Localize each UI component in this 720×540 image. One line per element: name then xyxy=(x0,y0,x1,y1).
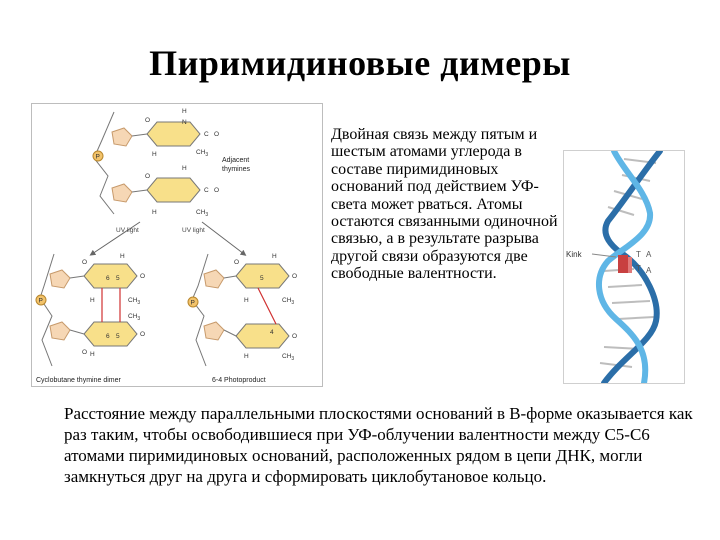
atom-label: O xyxy=(234,259,239,266)
atom-label: H xyxy=(272,253,277,260)
methyl-label: CH3 xyxy=(196,209,208,218)
thymine-ring xyxy=(83,321,138,347)
atom-label: H xyxy=(152,151,157,158)
atom-label: O xyxy=(82,349,87,356)
atom-label: C xyxy=(204,187,209,194)
atom-label: N xyxy=(182,119,187,126)
atom-number: 5 xyxy=(260,275,264,282)
thymine-ring xyxy=(235,323,290,349)
thymines-label: thymines xyxy=(222,166,251,173)
base-label: T xyxy=(636,264,641,273)
base-label: T xyxy=(636,250,641,259)
phosphate-circle xyxy=(92,150,104,162)
atom-label: H xyxy=(182,165,187,172)
atom-number: 4 xyxy=(270,329,274,336)
atom-label: H xyxy=(90,297,95,304)
thymine-dimer-figure: P O H N C O H CH3 O H C O H CH3 Adjacent… xyxy=(31,103,323,387)
atom-label: O xyxy=(140,273,145,280)
uv-right-label: UV light xyxy=(182,227,205,234)
phosphate-label: P xyxy=(39,298,43,305)
caption-cyclobutane: Cyclobutane thymine dimer xyxy=(36,377,121,384)
thymine-ring xyxy=(146,121,201,147)
thymine-dimer-block xyxy=(618,255,628,273)
dna-kink-figure: Kink T A T A xyxy=(563,150,685,384)
methyl-label: CH3 xyxy=(128,313,140,322)
thymine-dimer-diagram: P O H N C O H CH3 O H C O H CH3 Adjacent… xyxy=(35,108,297,384)
atom-label: O xyxy=(292,273,297,280)
bottom-paragraph: Расстояние между параллельными плоскостя… xyxy=(64,404,693,486)
bottom-left-backbone xyxy=(39,253,55,367)
sugar-pentagon xyxy=(111,183,133,203)
atom-label: H xyxy=(244,353,249,360)
sugar-pentagon xyxy=(49,269,71,289)
kink-pointer xyxy=(591,253,617,258)
methyl-label: CH3 xyxy=(128,297,140,306)
thymine-ring xyxy=(83,263,138,289)
atom-label: H xyxy=(152,209,157,216)
base-pair-rungs xyxy=(599,158,657,368)
phosphate-circle xyxy=(187,296,199,308)
uv-left-label: UV light xyxy=(116,227,139,234)
dimer-description: Двойная связь между пятым и шестым атома… xyxy=(331,126,558,283)
kink-label: Kink xyxy=(566,250,583,259)
atom-label: O xyxy=(140,331,145,338)
atom-label: H xyxy=(182,108,187,115)
photoproduct-bond xyxy=(257,287,277,325)
sugar-pentagon xyxy=(49,321,71,341)
thymine-dimer-block xyxy=(628,257,632,273)
atom-number: 5 xyxy=(116,275,120,282)
methyl-label: CH3 xyxy=(196,149,208,158)
atom-label: O xyxy=(145,117,150,124)
top-backbone xyxy=(93,111,115,215)
methyl-label: CH3 xyxy=(282,353,294,362)
adjacent-label: Adjacent xyxy=(222,157,249,164)
atom-label: O xyxy=(214,131,219,138)
atom-number: 6 xyxy=(106,275,110,282)
uv-arrow-right xyxy=(201,221,247,256)
sugar-pentagon xyxy=(203,321,225,341)
phosphate-label: P xyxy=(96,154,100,161)
bottom-right-backbone xyxy=(191,253,209,367)
phosphate-label: P xyxy=(191,300,195,307)
atom-label: O xyxy=(214,187,219,194)
dna-helix: Kink T A T A xyxy=(566,151,663,383)
slide-title: Пиримидиновые димеры xyxy=(149,43,571,83)
atom-label: C xyxy=(204,131,209,138)
atom-number: 5 xyxy=(116,333,120,340)
dna-strand-light xyxy=(595,151,654,383)
atom-label: H xyxy=(244,297,249,304)
methyl-label: CH3 xyxy=(282,297,294,306)
atom-number: 6 xyxy=(106,333,110,340)
thymine-ring xyxy=(146,177,201,203)
phosphate-circle xyxy=(35,294,47,306)
atom-label: H xyxy=(120,253,125,260)
base-label: A xyxy=(646,266,652,275)
atom-label: H xyxy=(90,351,95,358)
uv-arrow-left xyxy=(89,221,141,256)
sugar-pentagon xyxy=(111,127,133,147)
atom-label: O xyxy=(82,259,87,266)
atom-label: O xyxy=(292,333,297,340)
caption-photoproduct: 6-4 Photoproduct xyxy=(212,377,266,384)
atom-label: O xyxy=(145,173,150,180)
base-label: A xyxy=(646,250,652,259)
sugar-pentagon xyxy=(203,269,225,289)
